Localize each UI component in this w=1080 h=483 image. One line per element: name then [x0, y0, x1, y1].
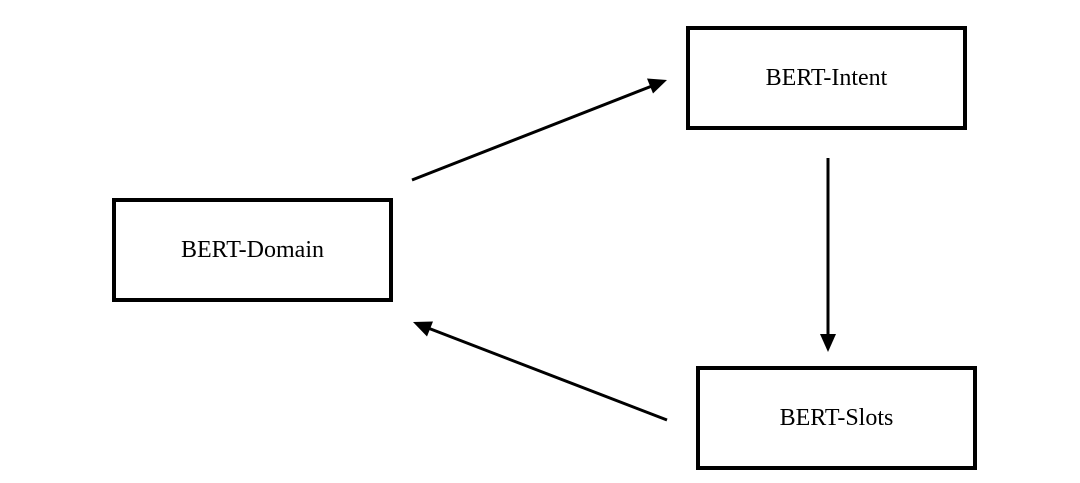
edge-intent-to-slots-arrowhead [820, 334, 836, 352]
node-bert-intent: BERT-Intent [686, 26, 967, 130]
node-bert-domain: BERT-Domain [112, 198, 393, 302]
node-bert-intent-box [686, 26, 967, 130]
node-bert-domain-box [112, 198, 393, 302]
edge-slots-to-domain [413, 321, 668, 422]
edge-slots-to-domain-arrowhead [413, 321, 433, 337]
node-bert-domain-label: BERT-Domain [181, 237, 324, 263]
edge-domain-to-intent-line [411, 84, 653, 182]
node-bert-slots: BERT-Slots [696, 366, 977, 470]
edge-domain-to-intent [411, 78, 667, 182]
edge-domain-to-intent-arrowhead [647, 78, 667, 94]
node-bert-slots-box [696, 366, 977, 470]
edge-intent-to-slots [820, 158, 836, 352]
node-bert-slots-label: BERT-Slots [780, 405, 894, 431]
node-bert-intent-label: BERT-Intent [766, 65, 888, 91]
edge-slots-to-domain-line [427, 326, 668, 422]
